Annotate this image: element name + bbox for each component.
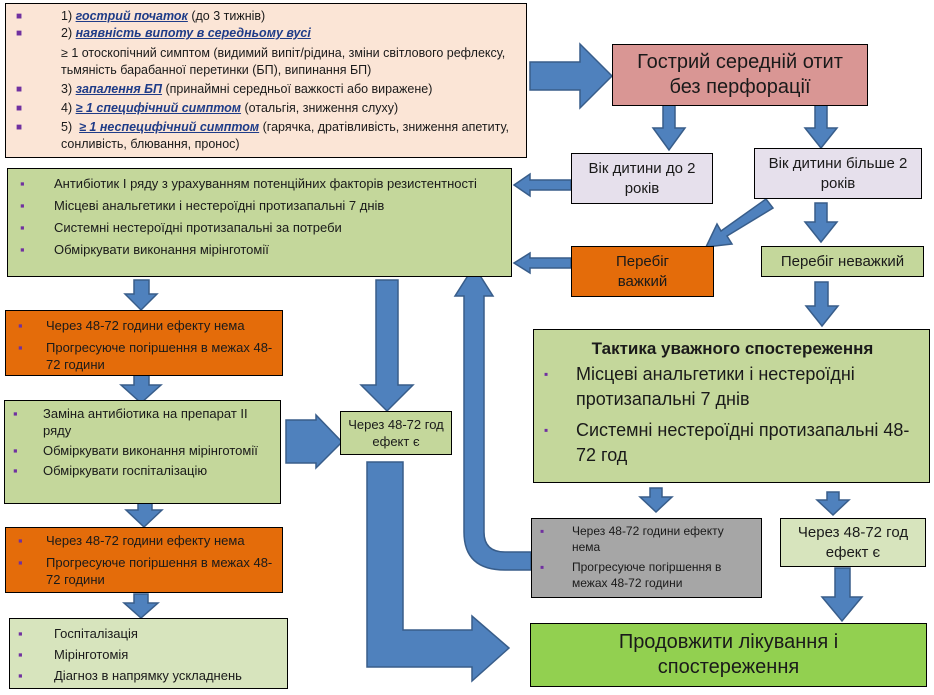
condition-item: ▪Через 48-72 години ефекту нема: [540, 524, 724, 554]
action-item: ▪Мірінготомія: [18, 647, 129, 662]
arrow-watchful-to-noeffect: [638, 487, 674, 514]
criterion-link[interactable]: наявність випоту в середньому вусі: [75, 26, 311, 40]
arrow-effectyes-to-continue-right: [820, 567, 864, 623]
arrow-mild-to-watchful: [804, 281, 840, 328]
criterion-item: ■2) наявність випоту в середньому вусі: [16, 26, 311, 40]
criterion-item: ■1) гострий початок (до 3 тижнів): [16, 9, 266, 23]
criterion-detail: ≥ 1 отоскопічний симптом (видимий випіт/…: [61, 46, 506, 77]
criterion-link[interactable]: ≥ 1 специфічний симптом: [75, 101, 242, 115]
age-under-2-box: Вік дитини до 2 років: [571, 153, 713, 204]
effect-yes-text: Через 48-72 год ефект є: [348, 417, 444, 449]
condition-item: ▪Прогресуюче погіршення в межах 48-72 го…: [18, 555, 273, 587]
mild-course-text: Перебіг неважкий: [780, 253, 905, 270]
criterion-item: ■3) запалення БП (принаймні середньої ва…: [16, 82, 433, 96]
action-item: ▪Діагноз в напрямку ускладнень: [18, 668, 242, 683]
arrow-criteria-to-diagnosis: [529, 42, 614, 110]
arrow-effectyes-to-continue: [366, 461, 511, 683]
continue-treatment-box: Продовжити лікування і спостереження: [530, 623, 927, 687]
arrow-noeffect2-to-final: [122, 593, 160, 620]
treatment-item: ▪Заміна антибіотика на препарат ІІ ряду: [13, 406, 248, 438]
first-line-treatment-box: ▪Антибіотик І ряду з урахуванням потенці…: [7, 168, 512, 277]
treatment-item: ▪Системні нестероїдні протизапальні за п…: [20, 220, 342, 235]
hospitalization-box: ▪Госпіталізація ▪Мірінготомія ▪Діагноз в…: [9, 618, 288, 689]
criterion-item: ■4) ≥ 1 специфічний симптом (отальгія, з…: [16, 101, 399, 115]
arrow-over2-to-mild: [803, 202, 839, 244]
age-over-2-box: Вік дитини більше 2 років: [754, 148, 922, 199]
no-effect-box-2: ▪Через 48-72 години ефекту нема ▪Прогрес…: [5, 527, 283, 593]
diagnostic-criteria-box: ■1) гострий початок (до 3 тижнів) ■2) на…: [5, 3, 527, 158]
treatment-item: ▪Обміркувати виконання мірінготомії: [13, 443, 258, 458]
mild-course-box: Перебіг неважкий: [761, 246, 924, 277]
effect-yes-box-center: Через 48-72 год ефект є: [340, 411, 452, 455]
age-over-2-text: Вік дитини більше 2 років: [768, 154, 908, 192]
watchful-title: Тактика уважного спостереження: [591, 339, 874, 358]
criterion-item: ■5) ≥ 1 неспецифічний симптом (гарячка, …: [16, 120, 509, 151]
arrow-watchnoeffect-to-firstline: [453, 264, 532, 571]
treatment-item: ▪Місцеві анальгетики і нестероїдні проти…: [20, 198, 385, 213]
arrow-watchful-to-effectyes: [815, 491, 851, 517]
treatment-item: ▪Обміркувати виконання мірінготомії: [20, 242, 269, 257]
diagnosis-box: Гострий середній отит без перфорації: [612, 44, 868, 106]
watchful-waiting-box: Тактика уважного спостереження ▪Місцеві …: [533, 329, 930, 483]
watch-no-effect-box: ▪Через 48-72 години ефекту нема ▪Прогрес…: [531, 518, 762, 598]
continue-treatment-text: Продовжити лікування і спостереження: [618, 631, 839, 678]
criterion-link[interactable]: ≥ 1 неспецифічний симптом: [79, 120, 260, 134]
arrow-secondline-to-effectyes: [285, 413, 344, 470]
arrow-diagnosis-to-under2: [651, 103, 687, 152]
watch-effect-yes-box: Через 48-72 год ефект є: [780, 518, 926, 567]
arrow-firstline-to-noeffect1: [123, 279, 159, 312]
condition-item: ▪Прогресуюче погіршення в межах 48-72 го…: [18, 340, 273, 372]
second-line-treatment-box: ▪Заміна антибіотика на препарат ІІ ряду …: [4, 400, 281, 504]
arrow-under2-to-firstline: [512, 172, 572, 198]
arrow-over2-to-severe: [704, 197, 775, 248]
criterion-link[interactable]: запалення БП: [75, 82, 163, 96]
arrow-diagnosis-to-over2: [803, 103, 839, 150]
severe-course-box: Перебіг важкий: [571, 246, 714, 297]
condition-item: ▪Прогресуюче погіршення в межах 48-72 го…: [540, 560, 722, 590]
condition-item: ▪Через 48-72 години ефекту нема: [18, 318, 245, 333]
arrow-firstline-to-effectyes: [359, 279, 415, 413]
condition-item: ▪Через 48-72 години ефекту нема: [18, 533, 245, 548]
arrow-secondline-to-noeffect2: [124, 502, 164, 529]
treatment-item: ▪Обміркувати госпіталізацію: [13, 463, 208, 478]
action-item: ▪Госпіталізація: [18, 626, 138, 641]
age-under-2-text: Вік дитини до 2 років: [588, 159, 696, 197]
watchful-item: ▪Місцеві анальгетики і нестероїдні проти…: [544, 364, 855, 409]
arrow-noeffect1-to-secondline: [119, 373, 163, 405]
treatment-item: ▪Антибіотик І ряду з урахуванням потенці…: [20, 176, 477, 191]
no-effect-box-1: ▪Через 48-72 години ефекту нема ▪Прогрес…: [5, 310, 283, 376]
arrow-severe-to-firstline: [512, 251, 572, 275]
severe-course-text: Перебіг важкий: [615, 252, 670, 290]
watch-effect-yes-text: Через 48-72 год ефект є: [797, 523, 909, 561]
criterion-link[interactable]: гострий початок: [75, 9, 188, 23]
watchful-item: ▪Системні нестероїдні протизапальні 48-7…: [544, 420, 910, 465]
diagnosis-text: Гострий середній отит без перфорації: [637, 51, 843, 98]
